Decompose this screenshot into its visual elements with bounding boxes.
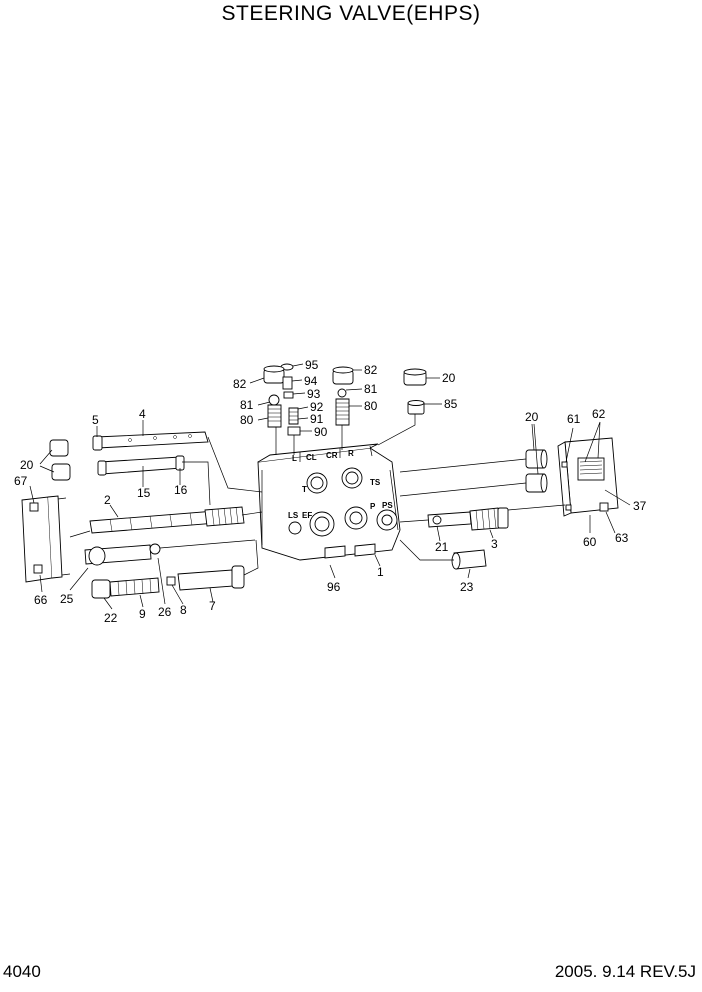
callout-85: 85 [444, 397, 458, 411]
top-left-relief-stack [263, 363, 301, 455]
callout-37: 37 [633, 499, 647, 513]
callout-3: 3 [491, 537, 498, 551]
callout-81-right: 81 [364, 382, 378, 396]
left-cover-plate [21, 495, 71, 583]
port-label-ef: EF [302, 511, 312, 520]
spools-right [399, 507, 509, 570]
valve-body: L CL CR R T TS LS EF P PS [257, 443, 401, 561]
sleeve-and-caps [49, 431, 263, 506]
callout-82-left: 82 [233, 377, 247, 391]
callout-7: 7 [209, 599, 216, 613]
callout-81-left: 81 [240, 398, 254, 412]
callout-67: 67 [14, 474, 28, 488]
spools-left [69, 506, 263, 599]
callout-9: 9 [139, 607, 146, 621]
callout-labels: 95 94 82 93 81 92 80 91 90 82 81 80 20 8… [14, 358, 647, 625]
port-label-cr: CR [326, 451, 338, 460]
callout-92: 92 [310, 400, 324, 414]
callout-80-right: 80 [364, 399, 378, 413]
callout-26: 26 [158, 605, 172, 619]
port-label-ts: TS [370, 478, 381, 487]
callout-2: 2 [104, 493, 111, 507]
port-label-r: R [348, 449, 354, 458]
callout-61: 61 [567, 412, 581, 426]
port-label-ps: PS [382, 501, 393, 510]
page-title: STEERING VALVE(EHPS) [221, 2, 481, 25]
callout-21: 21 [435, 540, 449, 554]
cap-20-and-plug-85 [377, 368, 427, 446]
page-number: 4040 [3, 962, 41, 981]
callout-1: 1 [377, 565, 384, 579]
callout-94: 94 [304, 374, 318, 388]
port-label-p: P [370, 502, 376, 511]
leader-lines [29, 363, 631, 610]
callout-8: 8 [180, 603, 187, 617]
callout-22: 22 [104, 611, 118, 625]
port-label-ls: LS [288, 511, 299, 520]
callout-66: 66 [34, 593, 48, 607]
callout-20-left: 20 [20, 458, 34, 472]
port-label-l: L [292, 454, 297, 463]
callout-15: 15 [137, 486, 151, 500]
callout-25: 25 [60, 592, 74, 606]
callout-80-left: 80 [240, 413, 254, 427]
callout-63: 63 [615, 531, 629, 545]
callout-4: 4 [139, 407, 146, 421]
callout-20-right: 20 [525, 410, 539, 424]
callout-20-top: 20 [442, 371, 456, 385]
callout-91: 91 [310, 412, 324, 426]
callout-95: 95 [305, 358, 319, 372]
right-caps-and-cover [399, 437, 619, 517]
callout-23: 23 [460, 580, 474, 594]
callout-16: 16 [174, 483, 188, 497]
revision-date: 2005. 9.14 REV.5J [554, 962, 696, 981]
port-label-t: T [302, 485, 307, 494]
callout-5: 5 [92, 413, 99, 427]
callout-93: 93 [307, 387, 321, 401]
top-right-relief-stack [332, 366, 354, 450]
port-label-cl: CL [306, 453, 317, 462]
callout-82-right: 82 [364, 363, 378, 377]
callout-60: 60 [583, 535, 597, 549]
callout-62: 62 [592, 407, 606, 421]
callout-90: 90 [314, 425, 328, 439]
callout-96: 96 [327, 580, 341, 594]
